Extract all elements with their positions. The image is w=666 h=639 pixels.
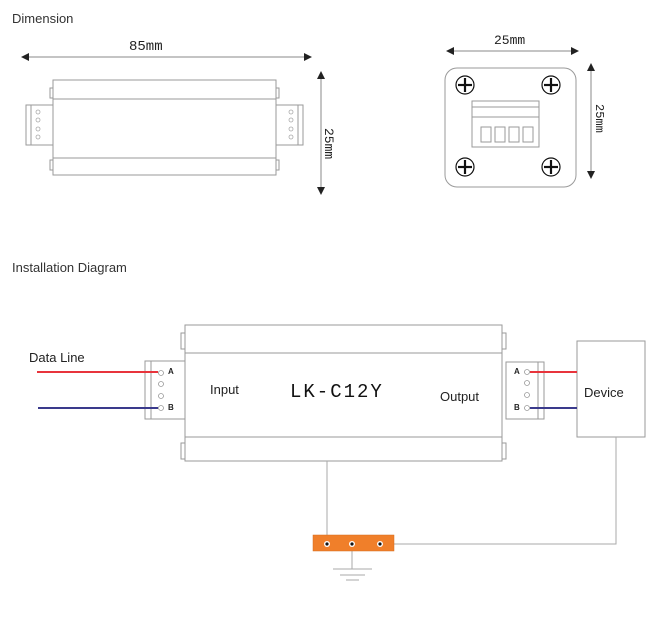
output-terminal-screws bbox=[524, 369, 530, 411]
end-width-label: 25mm bbox=[494, 33, 526, 48]
input-terminal-block bbox=[144, 360, 186, 420]
data-line-label: Data Line bbox=[29, 350, 85, 365]
device-label: Device bbox=[584, 385, 624, 400]
output-terminal-a-label: A bbox=[514, 367, 520, 376]
side-view-terminal-screws bbox=[35, 109, 294, 140]
ground-symbol-icon bbox=[333, 568, 372, 581]
ground-bar bbox=[312, 534, 395, 552]
input-terminal-a-label: A bbox=[168, 367, 174, 376]
end-view-housing bbox=[444, 67, 577, 188]
input-label: Input bbox=[210, 382, 239, 397]
screw-icon bbox=[455, 75, 475, 95]
input-terminal-b-label: B bbox=[168, 403, 174, 412]
side-height-label: 25mm bbox=[321, 128, 336, 160]
dimension-heading: Dimension bbox=[12, 11, 74, 26]
installation-heading: Installation Diagram bbox=[12, 260, 127, 275]
output-label: Output bbox=[440, 389, 480, 404]
screw-icon bbox=[455, 157, 475, 177]
input-terminal-screws bbox=[158, 370, 164, 411]
screw-icon bbox=[541, 157, 561, 177]
side-width-label: 85mm bbox=[129, 39, 163, 55]
end-view-terminal-block bbox=[471, 100, 540, 148]
side-view-housing bbox=[25, 79, 304, 176]
device-box bbox=[576, 340, 646, 438]
end-view-mounting-screws bbox=[455, 75, 561, 177]
model-label: LK-C12Y bbox=[290, 381, 384, 403]
end-height-label: 25mm bbox=[592, 104, 606, 133]
screw-icon bbox=[541, 75, 561, 95]
output-terminal-b-label: B bbox=[514, 403, 520, 412]
